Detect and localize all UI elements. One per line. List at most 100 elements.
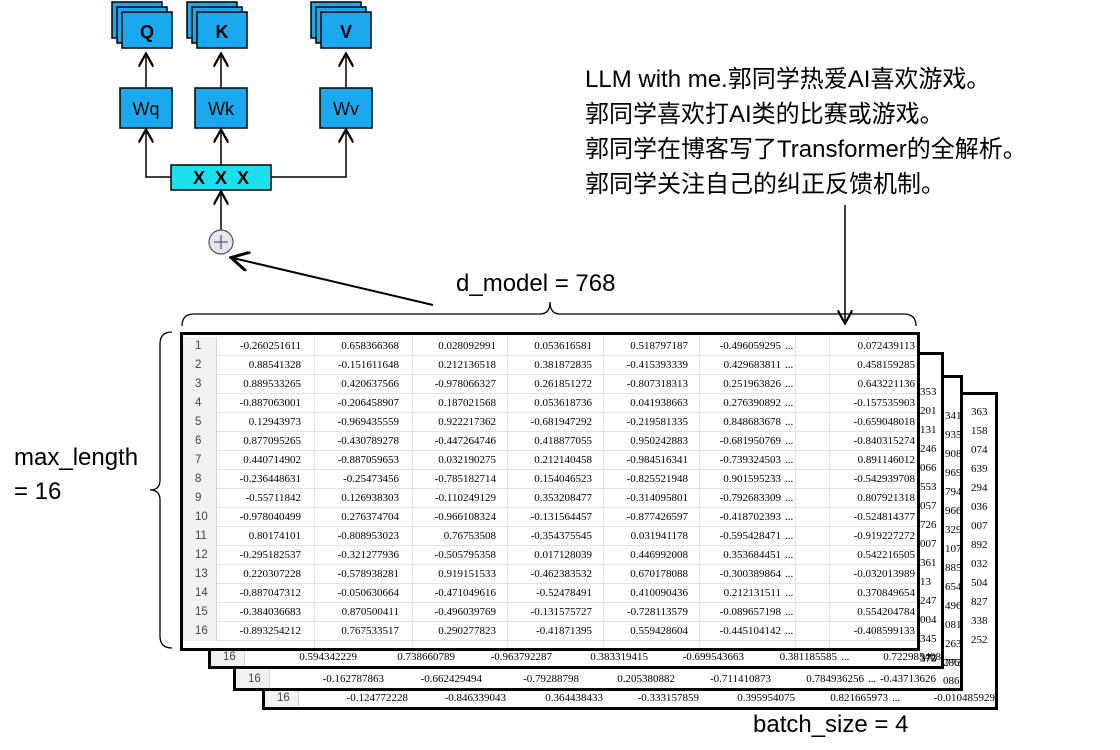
table-cell: 0.364438433 — [545, 692, 603, 704]
table-cell-last: -0.919227272 — [853, 530, 915, 542]
table-cell: 0.212140458 — [534, 454, 592, 466]
table-cell: -0.887047312 — [239, 587, 301, 599]
table-cell: -0.25473456 — [343, 473, 399, 485]
table-cell: -0.496039769 — [434, 606, 496, 618]
table-cell: 0.276390892 — [723, 397, 781, 409]
row-index: 13 — [183, 565, 217, 584]
partial-cell: 496 — [945, 600, 962, 612]
row-index: 3 — [183, 375, 217, 394]
partial-cell: 032 — [971, 558, 988, 570]
table-cell: -0.792683309 — [719, 492, 781, 504]
q-label: Q — [140, 22, 154, 42]
partial-cell: 081 — [945, 619, 962, 631]
table-cell: -0.447264746 — [434, 435, 496, 447]
table-cell: 0.017128039 — [534, 549, 592, 561]
table-cell: 0.559428604 — [630, 625, 688, 637]
v-label: V — [340, 22, 352, 42]
table-cell: 0.410090436 — [630, 587, 688, 599]
row-index: 10 — [183, 508, 217, 527]
partial-cell: 131 — [920, 424, 937, 436]
table-cell: 0.053618736 — [534, 397, 592, 409]
caption: LLM with me.郭同学热爱AI喜欢游戏。 郭同学喜欢打AI类的比赛或游戏… — [585, 62, 1027, 202]
table-cell: 0.76753508 — [443, 530, 496, 542]
row-index: 16 — [211, 648, 245, 666]
table-cell: 0.381185585 — [779, 651, 837, 663]
ellipsis-cell: ... — [785, 378, 794, 390]
table-cell-last: 0.458159285 — [857, 359, 915, 371]
row-index: 7 — [183, 451, 217, 470]
max-length-brace — [149, 331, 173, 649]
table-cell: 0.041938663 — [630, 397, 688, 409]
partial-cell: 201 — [920, 405, 937, 417]
partial-cell: 654 — [945, 581, 962, 593]
partial-cell: 294 — [971, 482, 988, 494]
table-cell: -0.418702393 — [719, 511, 781, 523]
row-index: 15 — [183, 603, 217, 622]
table-cell-last: -0.659048018 — [853, 416, 915, 428]
table-cell-last: 0.891146012 — [857, 454, 915, 466]
partial-cell: 13 — [920, 576, 931, 588]
table-cell: -0.728113579 — [626, 606, 688, 618]
ellipsis-cell: ... — [785, 416, 794, 428]
ellipsis-cell: ... — [785, 530, 794, 542]
partial-cell: 007 — [920, 538, 937, 550]
table-cell: 0.031941178 — [630, 530, 688, 542]
partial-cell: 363 — [971, 406, 988, 418]
table-cell: 0.88541328 — [248, 359, 301, 371]
ellipsis-cell: ... — [785, 473, 794, 485]
table-cell: -0.110249129 — [434, 492, 496, 504]
wq-label: Wq — [133, 99, 160, 119]
table-row: 14-0.887047312-0.050630664-0.471049616-0… — [183, 584, 917, 603]
table-cell: -0.681950769 — [719, 435, 781, 447]
table-cell: 0.429683811 — [723, 359, 781, 371]
table-cell: -0.124772228 — [346, 692, 408, 704]
x-label: X X X — [193, 168, 249, 188]
table-cell: 0.848683678 — [723, 416, 781, 428]
partial-cell: 007 — [971, 520, 988, 532]
ellipsis-cell: ... — [785, 397, 794, 409]
x-box: X X X — [170, 164, 272, 191]
table-cell: -0.131575727 — [530, 606, 592, 618]
table-cell: 0.821665973 — [830, 692, 888, 704]
table-cell: -0.984516341 — [626, 454, 688, 466]
table-cell: -0.471049616 — [434, 587, 496, 599]
table-cell: -0.462383532 — [530, 568, 592, 580]
row-index: 9 — [183, 489, 217, 508]
table-cell: -0.846339043 — [444, 692, 506, 704]
table-cell: -0.887059653 — [337, 454, 399, 466]
partial-cell: 107 — [945, 543, 962, 555]
table-cell: -0.41871395 — [536, 625, 592, 637]
row-index: 1 — [183, 337, 217, 356]
row-index: 16 — [183, 622, 217, 641]
table-cell: 0.950242883 — [630, 435, 688, 447]
partial-cell: 892 — [971, 539, 988, 551]
partial-cell: 773 — [945, 657, 962, 669]
table-cell: 0.212136518 — [438, 359, 496, 371]
ellipsis-cell: ... — [785, 549, 794, 561]
table-cell: 0.353684451 — [723, 549, 781, 561]
partial-cell: 935 — [945, 429, 962, 441]
table-cell: 0.901595233 — [723, 473, 781, 485]
ellipsis-cell: ... — [785, 625, 794, 637]
wk-label: Wk — [208, 99, 235, 119]
row-index: 12 — [183, 546, 217, 565]
partial-cell: 286 — [943, 657, 960, 669]
table-cell-last: -0.524814377 — [853, 511, 915, 523]
table-cell-last: 0.722985408 — [883, 651, 941, 663]
ellipsis-cell: ... — [785, 340, 794, 352]
table-cell: -0.662429494 — [420, 673, 482, 685]
table-cell: -0.966108324 — [434, 511, 496, 523]
table-cell: 0.187021568 — [438, 397, 496, 409]
table-cell-last: -0.032013989 — [853, 568, 915, 580]
table-cell: 0.251963826 — [723, 378, 781, 390]
table-cell: -0.699543663 — [682, 651, 744, 663]
partial-cell: 553 — [920, 481, 937, 493]
table-cell: 0.212131511 — [723, 587, 781, 599]
table-cell: 0.870500411 — [341, 606, 399, 618]
partial-cell: 246 — [920, 443, 937, 455]
